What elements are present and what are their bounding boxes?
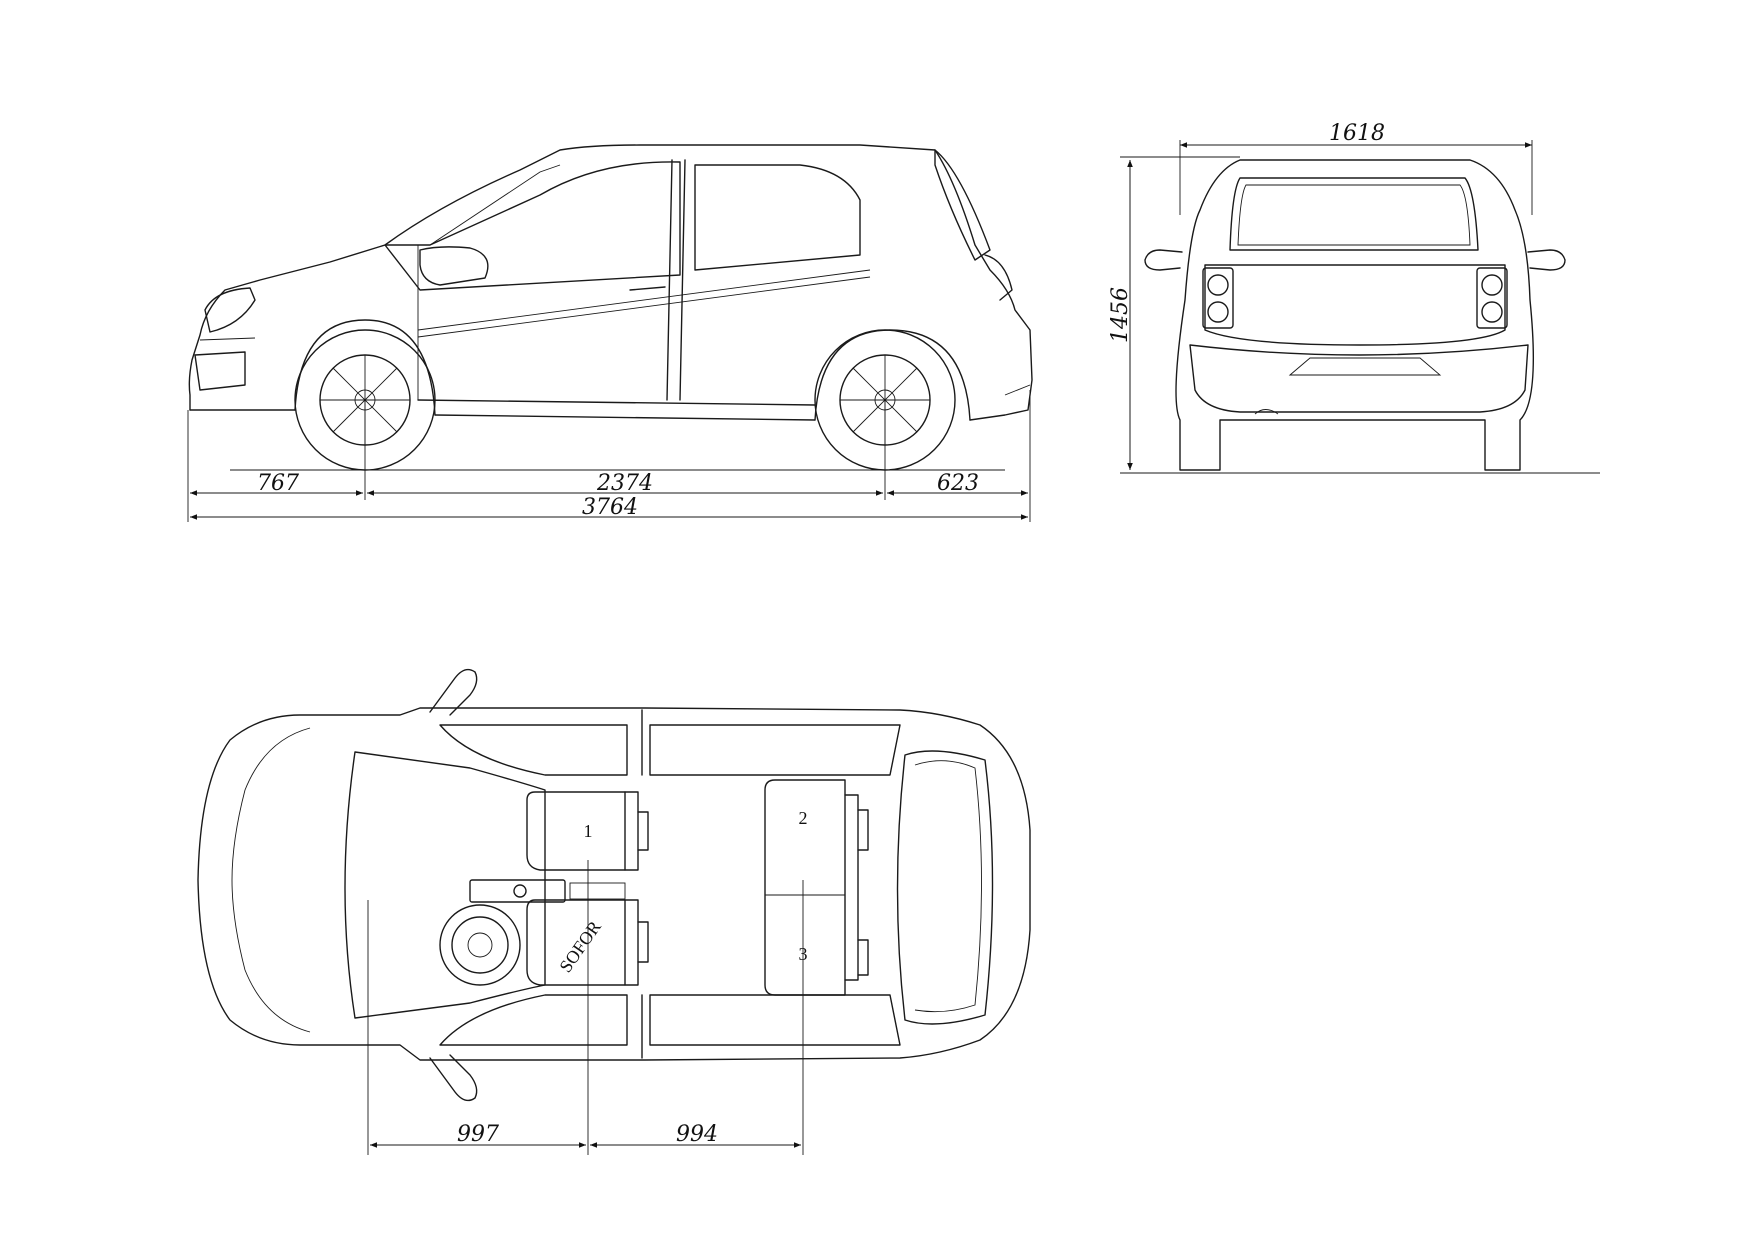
side-view: 767 2374 623 3764 xyxy=(187,144,1033,522)
dim-driver-to-rear: 994 xyxy=(676,1122,718,1147)
dim-front-overhang: 767 xyxy=(257,471,299,496)
driver-label: SOFOR xyxy=(555,917,605,976)
top-view: 1 2 3 SOFOR 997 994 xyxy=(197,668,1031,1155)
dim-front-to-driver: 997 xyxy=(457,1122,499,1147)
dim-wheelbase: 2374 xyxy=(596,471,653,496)
seat-2-label: 2 xyxy=(799,808,808,828)
rear-view: 1618 1456 xyxy=(1108,121,1600,474)
dim-height: 1456 xyxy=(1108,287,1133,343)
dim-rear-overhang: 623 xyxy=(937,471,979,496)
dim-width: 1618 xyxy=(1329,121,1385,146)
dim-length: 3764 xyxy=(582,495,638,520)
seat-1-label: 1 xyxy=(584,821,593,841)
